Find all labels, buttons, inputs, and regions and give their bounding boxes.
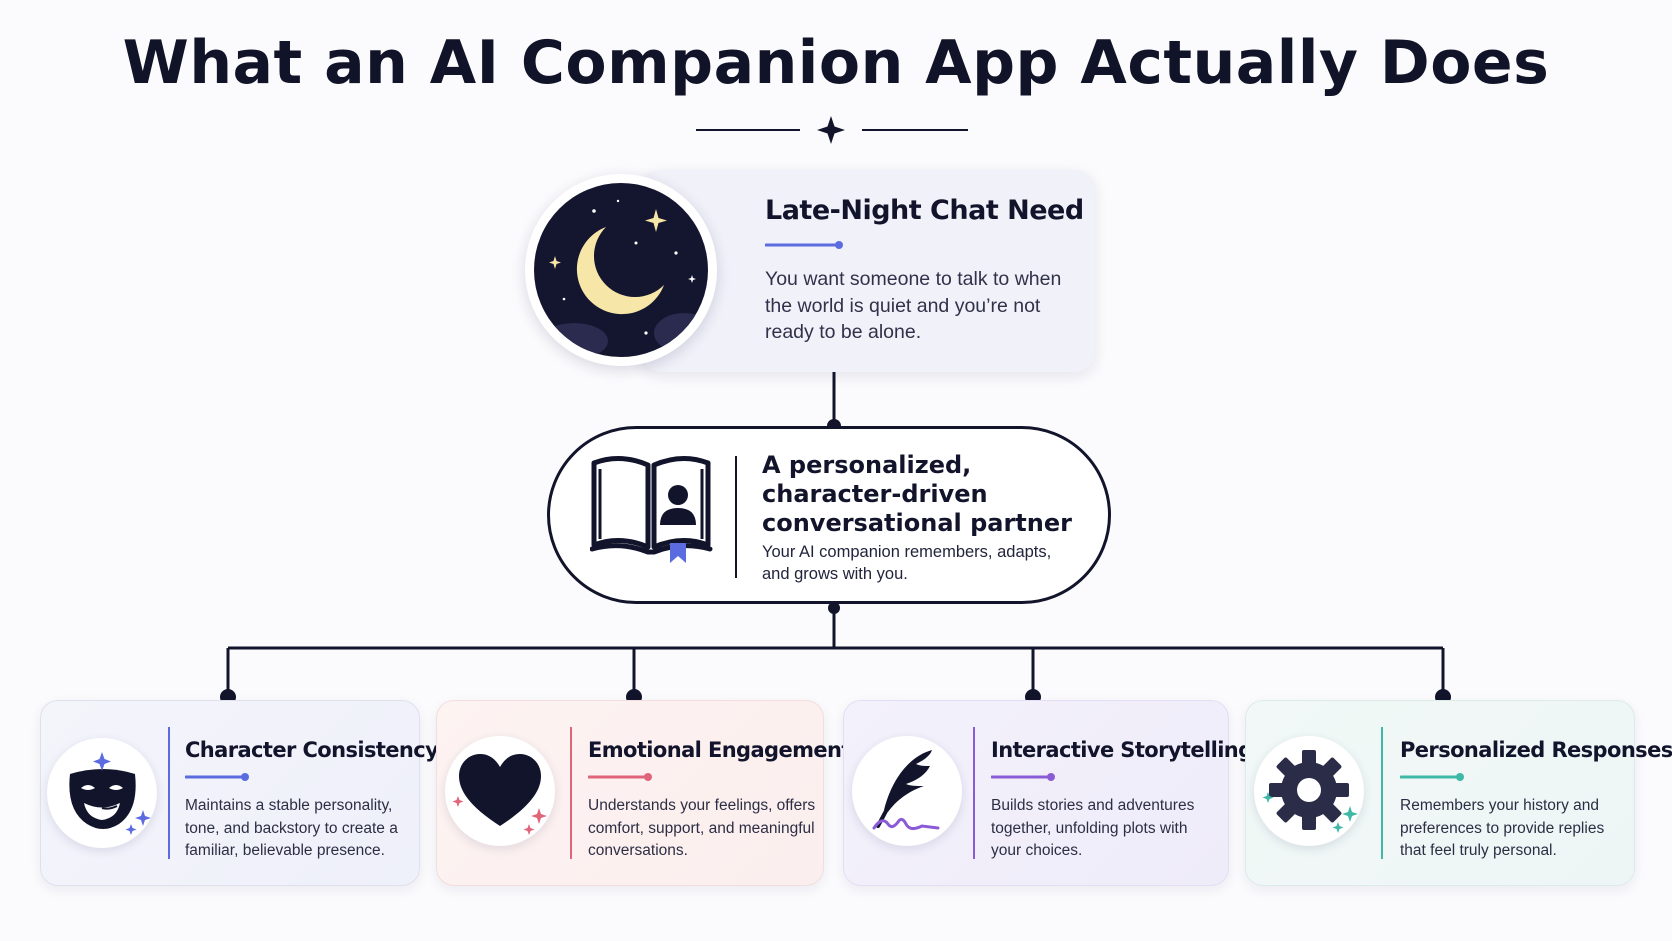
- partner-title: A personalized, character-driven convers…: [762, 451, 1072, 537]
- feature-title: Emotional Engagement: [588, 738, 851, 762]
- partner-description: Your AI companion remembers, adapts, and…: [762, 543, 1052, 583]
- feature-title: Personalized Responses: [1400, 738, 1672, 762]
- feature-separator: [168, 727, 170, 859]
- book-person-icon: [590, 456, 713, 563]
- feature-icon-circle: [47, 738, 157, 848]
- need-title: Late-Night Chat Need: [765, 195, 1084, 226]
- feature-title: Character Consistency: [185, 738, 439, 762]
- feature-description: Maintains a stable personality, tone, an…: [185, 797, 398, 859]
- title-divider: [696, 116, 968, 144]
- feature-title-underline: [1400, 773, 1464, 781]
- gear-icon: [1262, 750, 1358, 833]
- feather-quill-icon: [872, 750, 940, 831]
- sparkle-icon: [817, 116, 845, 144]
- feature-icon-circle: [1254, 736, 1364, 846]
- feature-title-underline: [588, 773, 652, 781]
- theater-mask-icon: [69, 752, 151, 835]
- moon-night-icon: [534, 183, 708, 357]
- need-title-underline: [765, 241, 843, 249]
- feature-separator: [570, 727, 572, 859]
- need-icon-circle: [525, 174, 717, 366]
- feature-title: Interactive Storytelling: [991, 738, 1253, 762]
- feature-description: Understands your feelings, offers comfor…: [588, 797, 816, 859]
- feature-separator: [1381, 727, 1383, 859]
- feature-description: Builds stories and adventures together, …: [991, 797, 1195, 859]
- need-description: You want someone to talk to when the wor…: [765, 268, 1062, 343]
- feature-description: Remembers your history and preferences t…: [1400, 797, 1605, 859]
- partner-separator: [735, 456, 737, 578]
- feature-title-underline: [185, 773, 249, 781]
- feature-title-underline: [991, 773, 1055, 781]
- feature-icon-circle: [445, 736, 555, 846]
- feature-icon-circle: [852, 736, 962, 846]
- feature-separator: [973, 727, 975, 859]
- heart-icon: [452, 754, 547, 835]
- page-title: What an AI Companion App Actually Does: [122, 28, 1550, 98]
